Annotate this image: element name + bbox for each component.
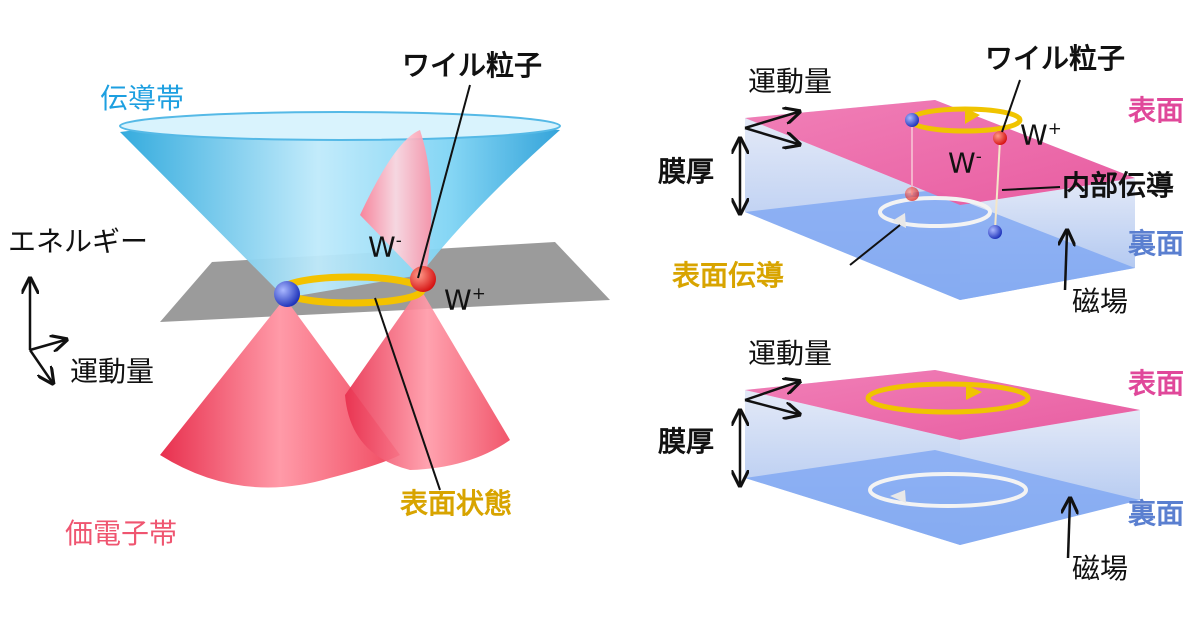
weyl-point-red (410, 266, 436, 292)
w-plus-label-left: W+ (444, 285, 486, 314)
slab-bottom-bottom (745, 450, 1140, 545)
top-orbit-2 (865, 381, 1031, 415)
w-plus-letter-rt: W (1020, 118, 1048, 152)
bulk-conduction-label: 内部伝導 (1062, 169, 1175, 202)
weyl-point-blue (274, 281, 300, 307)
surface-state-leader-line (374, 297, 441, 491)
weyl-blue-back (988, 225, 1002, 239)
w-plus-letter: W (444, 283, 472, 317)
bulk-leader (1001, 186, 1061, 191)
top-orbit-arrowhead (965, 108, 980, 124)
weyl-leader-right (1001, 79, 1021, 133)
surface-conduction-label: 表面伝導 (672, 259, 785, 292)
w-minus-label-left: W- (368, 232, 402, 261)
momentum-label-rt: 運動量 (748, 65, 833, 98)
field-arrow-top (1065, 232, 1067, 291)
back-surface-label-rt: 裏面 (1128, 227, 1185, 260)
weyl-red-back (905, 187, 919, 201)
slab-top-surface (745, 100, 1135, 205)
top-orbit-2-arrowhead (966, 385, 982, 400)
w-minus-sup: - (395, 230, 402, 250)
magnetic-field-label-rb: 磁場 (1072, 552, 1129, 585)
conduction-cone-rim (119, 111, 561, 141)
w-minus-letter-rt: W (948, 146, 976, 180)
momentum-label-rb: 運動量 (748, 337, 833, 370)
momentum-arrow-d (744, 398, 798, 414)
back-surface-label-rb: 裏面 (1128, 497, 1185, 530)
surface-conduction-leader (849, 224, 901, 266)
surface-state-label: 表面状態 (400, 487, 513, 520)
valence-band-label: 価電子帯 (65, 517, 178, 550)
conduction-cone (120, 120, 560, 298)
magnetic-field-label-rt: 磁場 (1072, 285, 1129, 318)
weyl-particle-label-rt: ワイル粒子 (985, 42, 1126, 75)
momentum-axis-2 (28, 349, 52, 382)
valence-cone-left (160, 298, 400, 488)
momentum-axis-1 (29, 340, 65, 350)
front-surface-label-rb: 表面 (1128, 367, 1185, 400)
weyl-blue-top (905, 113, 919, 127)
slab-bottom-surface (745, 370, 1140, 440)
momentum-arrow-b (744, 126, 798, 144)
weyl-red-top (993, 131, 1007, 145)
momentum-arrow-a (744, 112, 798, 130)
w-minus-sup-rt: - (975, 146, 982, 166)
field-arrow-bottom (1068, 500, 1070, 559)
front-surface-label-rt: 表面 (1128, 94, 1185, 127)
slab-top-bottom (745, 190, 1135, 300)
valence-cone-right (345, 288, 510, 470)
bulk-line-right (994, 139, 1001, 231)
momentum-arrow-c (744, 382, 798, 402)
back-orbit-2-arrowhead (890, 490, 906, 503)
thickness-label-rb: 膜厚 (658, 425, 715, 458)
w-plus-sup-rt: + (1047, 118, 1062, 138)
w-minus-letter: W (368, 230, 396, 264)
w-plus-label-rt: W+ (1020, 120, 1062, 149)
thickness-label-rt: 膜厚 (658, 155, 715, 188)
back-orbit-2 (868, 472, 1028, 508)
momentum-label-left: 運動量 (70, 355, 155, 388)
back-orbit-arrowhead (892, 213, 906, 228)
weyl-particle-label-left: ワイル粒子 (402, 49, 543, 82)
upper-pink-cone (360, 130, 432, 282)
w-minus-label-rt: W- (948, 148, 982, 177)
back-surface-orbit (878, 196, 992, 228)
w-plus-sup: + (471, 283, 486, 303)
weyl-leader-line (417, 84, 471, 279)
energy-label: エネルギー (8, 225, 149, 258)
conduction-band-label: 伝導帯 (100, 82, 185, 115)
